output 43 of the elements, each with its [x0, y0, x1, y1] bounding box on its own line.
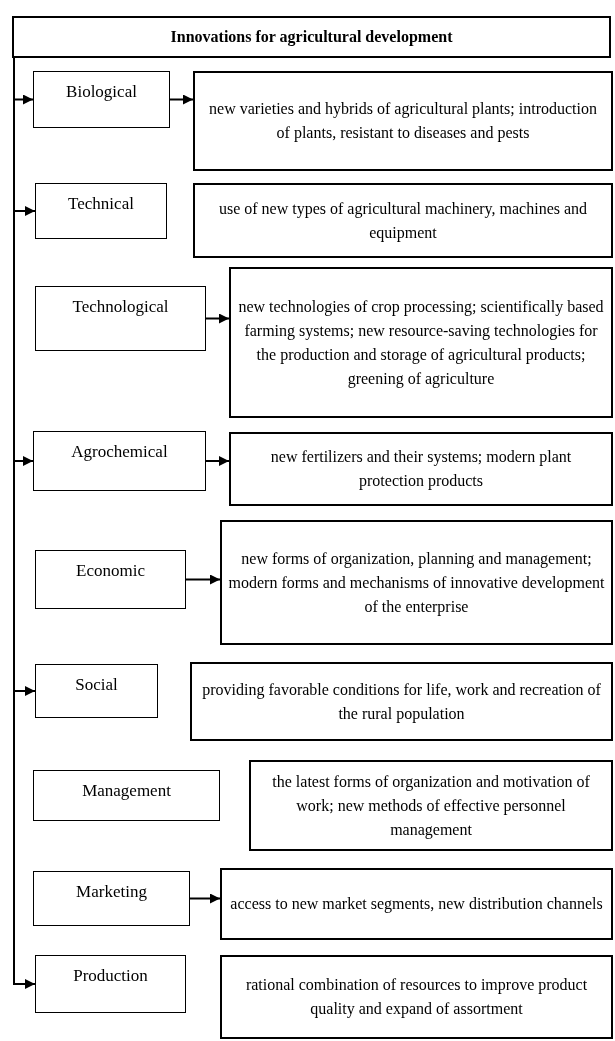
description-box	[190, 662, 613, 741]
category-box	[35, 286, 206, 351]
arrow	[205, 456, 230, 466]
description-text: new fertilizers and their systems; modern plant protection products	[269, 447, 573, 492]
arrow	[185, 574, 221, 585]
description-text: providing favorable conditions for life, work and recreation of the rural population	[201, 679, 602, 725]
description-box	[220, 868, 613, 940]
category-box	[35, 183, 167, 239]
description-text: new technologies of crop processing; scientifically based farming systems; new resource-saving technologies for the production and storage of agricultural products; greening of agriculture	[237, 296, 605, 390]
category-label: Agrochemical	[71, 442, 168, 463]
description-text: new forms of organization, planning and management; modern forms and mechanisms of innovative development of the enterprise	[228, 548, 605, 618]
category-label: Management	[82, 781, 171, 802]
category-label: Social	[75, 675, 118, 696]
description-box	[193, 183, 613, 258]
category-box	[33, 431, 206, 491]
category-box	[35, 550, 186, 609]
category-box	[33, 770, 220, 821]
category-label: Technical	[68, 194, 134, 215]
arrow	[205, 313, 230, 324]
category-box	[33, 71, 170, 128]
category-label: Technological	[72, 297, 169, 318]
category-label: Economic	[76, 561, 145, 582]
description-box	[220, 520, 613, 645]
category-label: Marketing	[76, 882, 147, 903]
description-text: use of new types of agricultural machinery, machines and equipment	[217, 198, 589, 244]
category-box	[35, 664, 158, 718]
category-box	[35, 955, 186, 1013]
description-box	[220, 955, 613, 1039]
description-box	[193, 71, 613, 171]
description-text: rational combination of resources to improve product quality and expand of assortment	[244, 975, 589, 1020]
description-text: new varieties and hybrids of agricultural plants; introduction of plants, resistant to diseases and pests	[208, 99, 598, 144]
category-label: Production	[73, 966, 148, 987]
description-box	[229, 267, 613, 418]
description-box	[229, 432, 613, 506]
arrow	[189, 893, 221, 904]
arrow	[169, 94, 194, 105]
description-text: the latest forms of organization and motivation of work; new methods of effective personnel management	[271, 771, 591, 841]
title-box	[12, 16, 611, 58]
title-text: Innovations for agricultural development	[170, 27, 453, 47]
description-text: access to new market segments, new distribution channels	[230, 894, 603, 915]
category-box	[33, 871, 190, 926]
category-label: Biological	[66, 82, 137, 103]
description-box	[249, 760, 613, 851]
